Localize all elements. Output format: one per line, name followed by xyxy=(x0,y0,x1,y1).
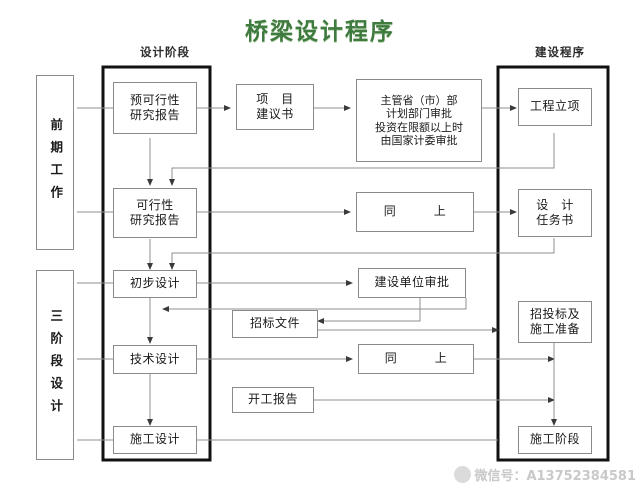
node-design-task-book[interactable]: 设 计 任务书 xyxy=(518,189,592,237)
watermark-logo-icon xyxy=(454,465,472,483)
node-project-establishment[interactable]: 工程立项 xyxy=(518,88,592,126)
phase-label-preliminary-work-text: 前期工作 xyxy=(48,117,64,208)
phase-label-three-stage-design-text: 三阶段设计 xyxy=(48,308,64,422)
node-same-as-above-1[interactable]: 同 上 xyxy=(356,192,474,232)
node-authority-approval[interactable]: 主管省（市）部 计划部门审批 投资在限额以上时 由国家计委审批 xyxy=(356,79,482,162)
node-technical-design[interactable]: 技术设计 xyxy=(113,345,197,374)
node-bidding-and-preparation[interactable]: 招投标及 施工准备 xyxy=(518,301,592,343)
node-project-proposal[interactable]: 项 目 建议书 xyxy=(236,84,314,130)
node-preliminary-design[interactable]: 初步设计 xyxy=(113,270,197,298)
watermark: 微信号：A13752384581 xyxy=(398,459,636,489)
phase-label-preliminary-work: 前期工作 xyxy=(36,75,74,250)
phase-label-three-stage-design: 三阶段设计 xyxy=(36,270,74,460)
page-title: 桥梁设计程序 xyxy=(245,19,395,45)
node-pre-feasibility-report[interactable]: 预可行性 研究报告 xyxy=(113,82,197,134)
column-header-construction-procedure: 建设程序 xyxy=(535,45,585,59)
node-construction-phase[interactable]: 施工阶段 xyxy=(518,426,592,454)
node-construction-design[interactable]: 施工设计 xyxy=(113,426,197,454)
node-bidding-documents[interactable]: 招标文件 xyxy=(232,310,318,338)
node-same-as-above-2[interactable]: 同 上 xyxy=(358,344,474,374)
node-start-work-report[interactable]: 开工报告 xyxy=(232,387,314,413)
column-header-design-stage: 设计阶段 xyxy=(140,45,190,59)
node-feasibility-report[interactable]: 可行性 研究报告 xyxy=(113,188,197,238)
watermark-text: 微信号：A13752384581 xyxy=(474,468,636,484)
node-construction-unit-approval[interactable]: 建设单位审批 xyxy=(358,268,466,298)
